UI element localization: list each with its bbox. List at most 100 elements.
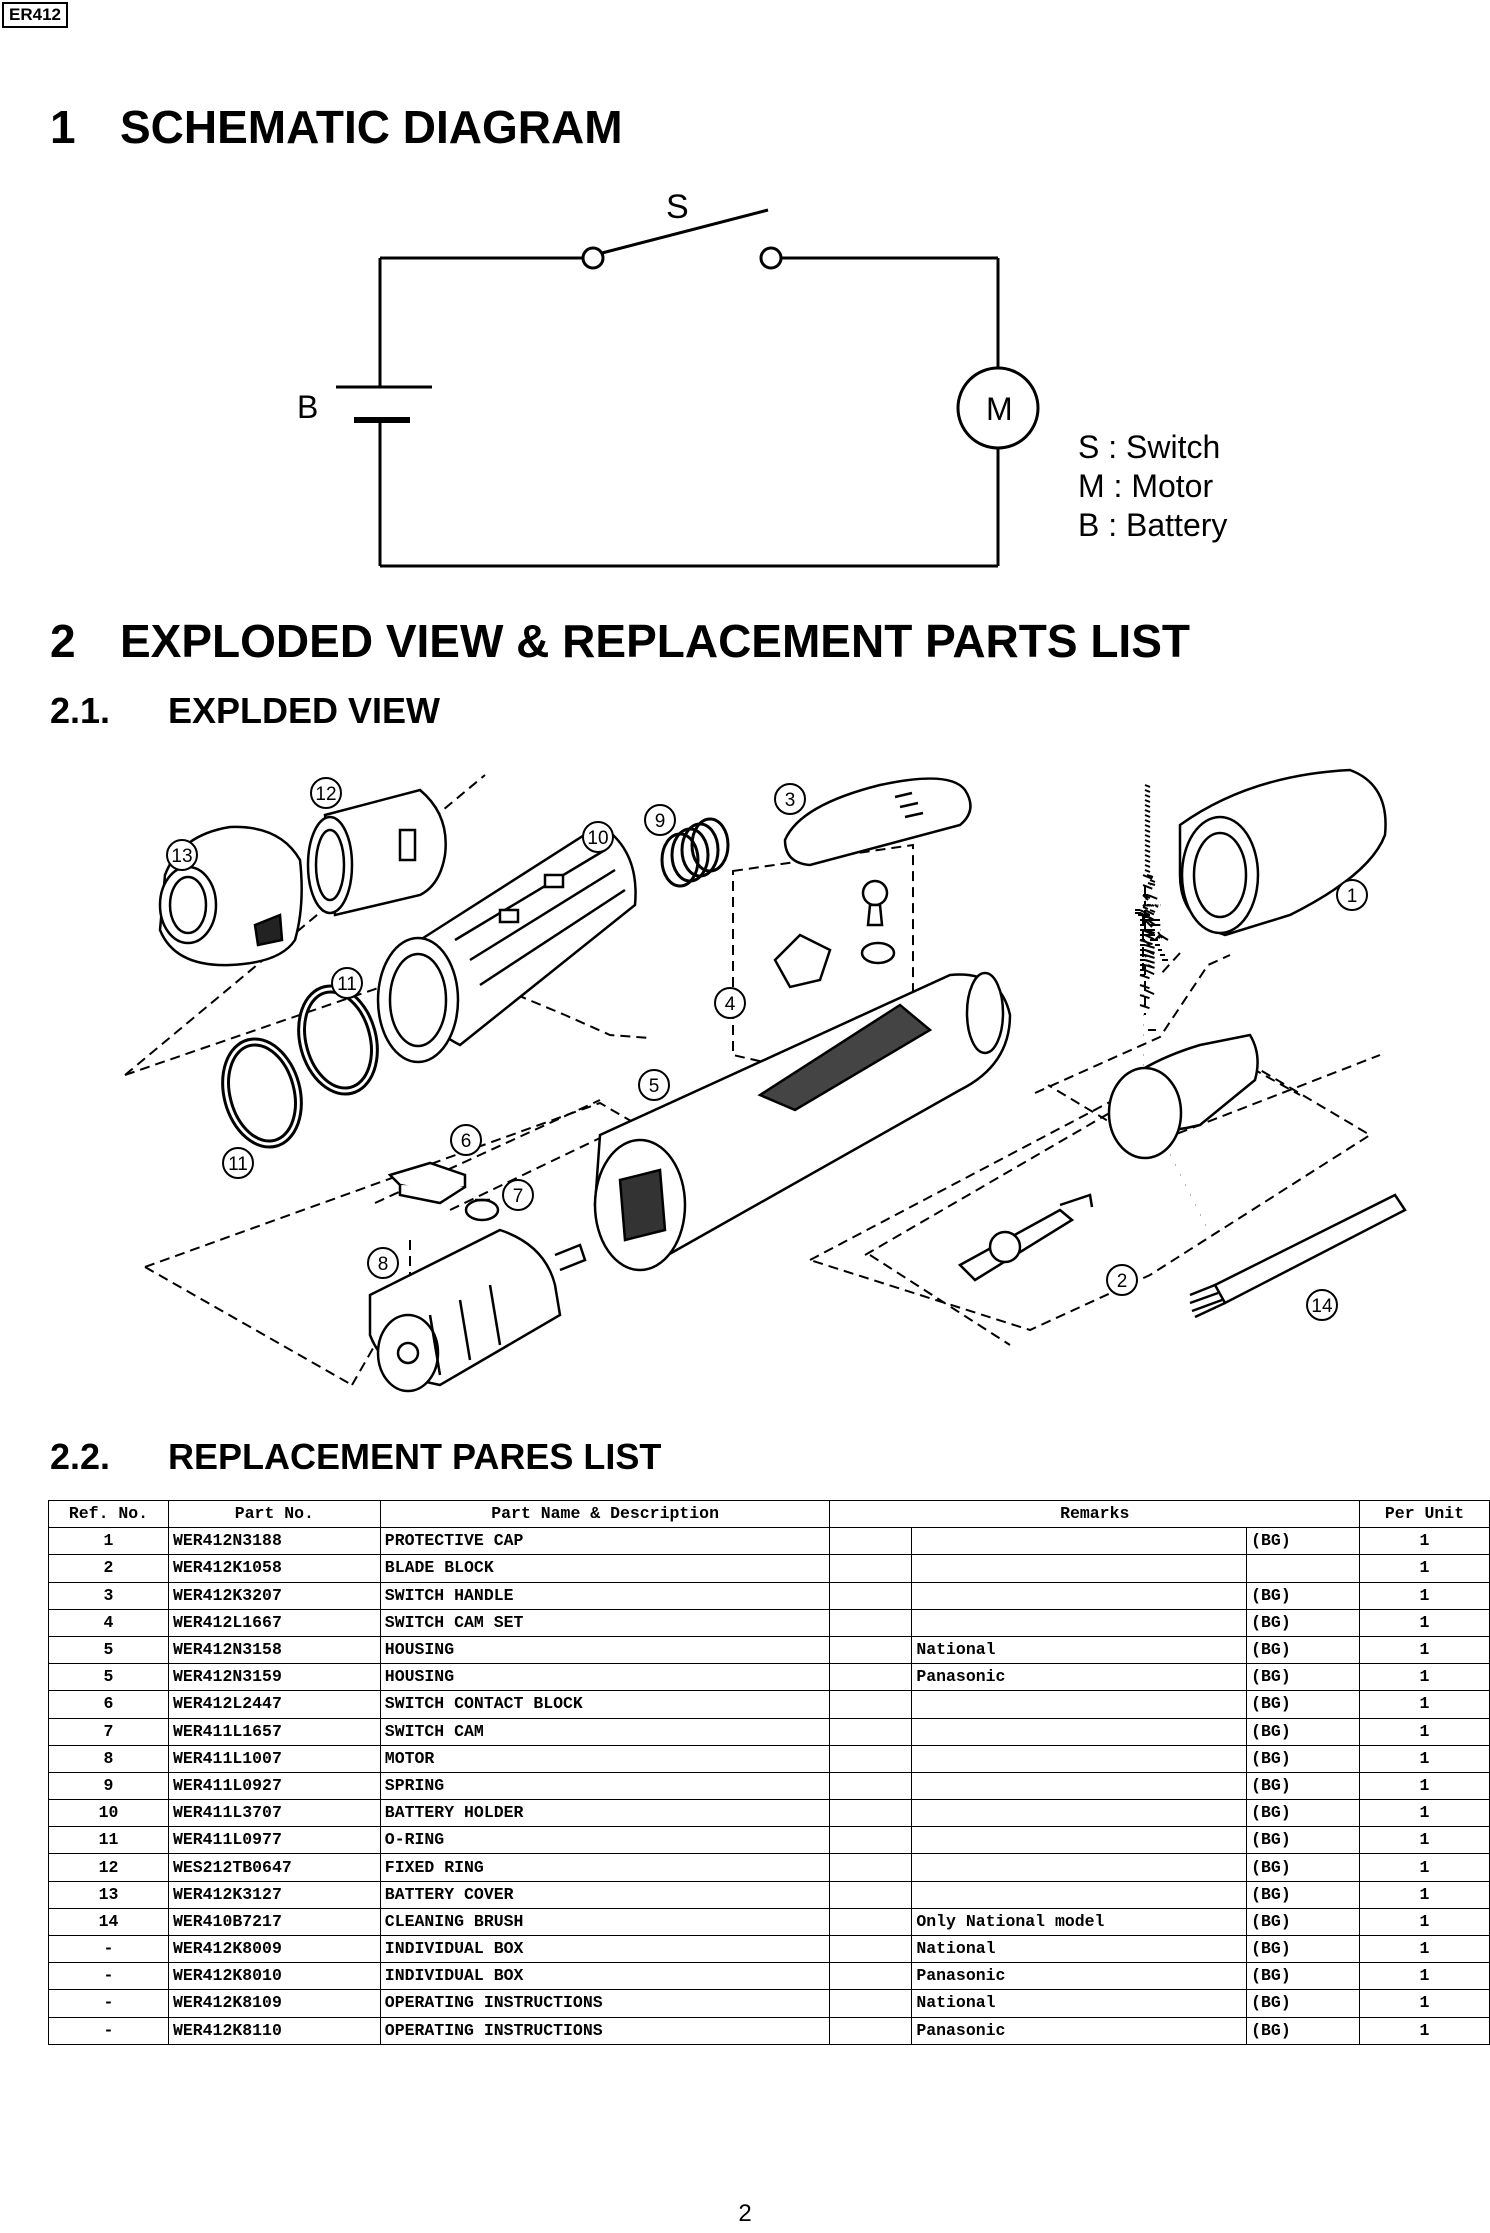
cell-remarks-blank — [829, 1581, 913, 1610]
cell-part-name: BATTERY COVER — [379, 1880, 831, 1909]
cell-remarks: National — [911, 1989, 1248, 2018]
cell-part-name: SWITCH CAM — [379, 1717, 831, 1746]
cell-remarks — [911, 1554, 1248, 1583]
svg-text:5: 5 — [649, 1076, 660, 1097]
svg-text:11: 11 — [228, 1154, 248, 1175]
section2-title: EXPLODED VIEW & REPLACEMENT PARTS LIST — [120, 615, 1190, 667]
header-remarks: Remarks — [829, 1499, 1360, 1529]
cell-ref-no: 12 — [48, 1853, 169, 1882]
cell-part-name: PROTECTIVE CAP — [379, 1527, 831, 1556]
section2-2-heading: 2.2.REPLACEMENT PARES LIST — [50, 1436, 661, 1478]
svg-text:10: 10 — [587, 828, 608, 849]
callout-11b: 11 — [222, 1147, 254, 1179]
svg-text:14: 14 — [1311, 1296, 1333, 1317]
switch-lever — [601, 208, 769, 255]
cell-part-no: WER411L3707 — [167, 1799, 381, 1828]
cell-part-no: WER412K3127 — [167, 1880, 381, 1909]
cell-part-no: WER412K8110 — [167, 2016, 381, 2045]
motor-label: M — [986, 391, 1013, 427]
cam-set-box — [732, 843, 914, 1082]
svg-text:4: 4 — [725, 994, 736, 1015]
cell-part-name: CLEANING BRUSH — [379, 1907, 831, 1937]
guide-line-upper — [124, 963, 651, 1076]
page-number: 2 — [738, 2200, 752, 2227]
cell-remarks-blank — [829, 1635, 913, 1665]
header-part-no: Part No. — [167, 1499, 381, 1529]
cell-remarks-code: (BG) — [1246, 1989, 1360, 2018]
cell-per-unit: 1 — [1359, 1799, 1490, 1828]
cell-remarks-code: (BG) — [1246, 1717, 1360, 1746]
cell-per-unit: 1 — [1359, 1608, 1490, 1637]
cell-remarks — [911, 1581, 1248, 1610]
cell-part-name: HOUSING — [379, 1635, 831, 1665]
cell-remarks-blank — [829, 1989, 913, 2018]
cell-remarks-code: (BG) — [1246, 1826, 1360, 1855]
svg-text:6: 6 — [461, 1131, 472, 1152]
cell-per-unit: 1 — [1359, 1907, 1490, 1937]
svg-text:11: 11 — [337, 974, 357, 995]
cell-per-unit: 1 — [1359, 1826, 1490, 1855]
cell-ref-no: 2 — [48, 1554, 169, 1583]
header-part-name: Part Name & Description — [379, 1499, 831, 1529]
section2-heading: 2 EXPLODED VIEW & REPLACEMENT PARTS LIST — [50, 614, 1190, 668]
cell-part-name: SWITCH HANDLE — [379, 1581, 831, 1610]
cell-per-unit: 1 — [1359, 1635, 1490, 1665]
section2-1-heading: 2.1.EXPLDED VIEW — [50, 690, 440, 732]
svg-text:2: 2 — [1117, 1271, 1128, 1292]
cell-remarks — [911, 1799, 1248, 1828]
cell-part-name: OPERATING INSTRUCTIONS — [379, 2016, 831, 2045]
cell-remarks-code: (BG) — [1246, 1934, 1360, 1964]
switch-contact-left — [581, 246, 605, 270]
cell-remarks-code: (BG) — [1246, 2016, 1360, 2045]
cell-remarks-blank — [829, 1934, 913, 1964]
legend-switch: S : Switch — [1078, 429, 1221, 465]
part-2-blade-block — [957, 1033, 1259, 1282]
cell-part-no: WER412N3158 — [167, 1635, 381, 1665]
battery-label: B — [297, 389, 318, 425]
callout-6: 6 — [450, 1124, 482, 1156]
cell-ref-no: - — [48, 1934, 169, 1964]
svg-text:13: 13 — [171, 846, 192, 867]
part-6-switch-contact-block — [387, 1161, 467, 1205]
cell-remarks-code: (BG) — [1246, 1853, 1360, 1882]
cell-ref-no: 5 — [48, 1635, 169, 1665]
cell-remarks — [911, 1608, 1248, 1637]
cell-remarks — [911, 1853, 1248, 1882]
cell-ref-no: 13 — [48, 1880, 169, 1909]
cell-part-no: WER412K8010 — [167, 1962, 381, 1991]
callout-11a: 11 — [331, 967, 363, 999]
callout-14: 14 — [1306, 1289, 1338, 1321]
cell-per-unit: 1 — [1359, 1527, 1490, 1556]
cell-ref-no: 9 — [48, 1771, 169, 1801]
cell-remarks-blank — [829, 1690, 913, 1719]
cell-part-no: WER411L0927 — [167, 1771, 381, 1801]
cell-part-name: INDIVIDUAL BOX — [379, 1934, 831, 1964]
svg-text:7: 7 — [513, 1186, 524, 1207]
cell-remarks-blank — [829, 1527, 913, 1556]
part-7-switch-cam — [464, 1198, 500, 1222]
cell-ref-no: 10 — [48, 1799, 169, 1828]
callout-8: 8 — [367, 1247, 399, 1279]
svg-text:3: 3 — [785, 790, 796, 811]
cell-part-no: WER412K1058 — [167, 1554, 381, 1583]
section2-number: 2 — [50, 615, 76, 667]
section2-1-number: 2.1. — [50, 690, 111, 731]
part-5-housing — [593, 971, 1012, 1272]
cell-remarks-code: (BG) — [1246, 1744, 1360, 1773]
cell-per-unit: 1 — [1359, 1690, 1490, 1719]
part-1-protective-cap — [1178, 768, 1387, 937]
cell-part-name: MOTOR — [379, 1744, 831, 1773]
callout-5: 5 — [638, 1069, 670, 1101]
part-10-battery-holder — [376, 823, 637, 1064]
cell-per-unit: 1 — [1359, 1717, 1490, 1746]
part-3-switch-handle — [783, 777, 972, 867]
cell-per-unit: 1 — [1359, 2016, 1490, 2045]
cell-part-no: WER412N3159 — [167, 1663, 381, 1692]
